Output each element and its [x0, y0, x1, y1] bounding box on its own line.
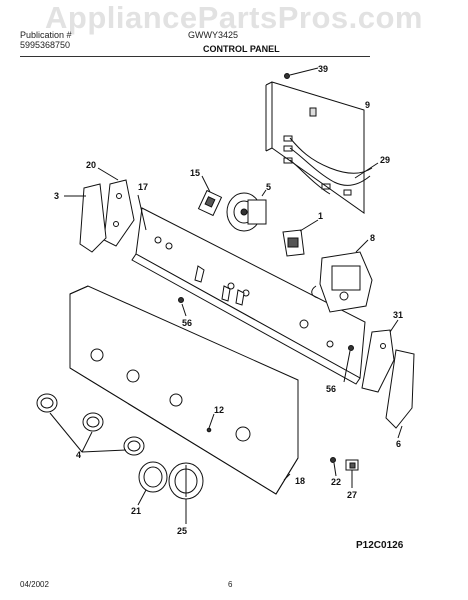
part-knob-4a	[36, 393, 58, 413]
part-timer-knob	[168, 462, 204, 524]
part-pressure-switch	[311, 239, 373, 313]
callout-15: 15	[190, 168, 200, 178]
callout-18: 18	[295, 476, 305, 486]
callout-4: 4	[76, 450, 81, 460]
part-endcap-bracket-right	[361, 319, 399, 393]
callout-22: 22	[331, 477, 341, 487]
part-screw-22	[330, 457, 337, 477]
part-rear-panel	[265, 81, 365, 214]
callout-1: 1	[318, 211, 323, 221]
part-knob-4c	[123, 436, 145, 456]
callout-29: 29	[380, 155, 390, 165]
callout-21: 21	[131, 506, 141, 516]
part-endcap-right	[385, 349, 415, 439]
part-timer	[226, 189, 267, 232]
callout-31: 31	[393, 310, 403, 320]
callout-27: 27	[347, 490, 357, 500]
footer-page-number: 6	[228, 580, 233, 589]
figure-reference: P12C0126	[356, 540, 404, 551]
part-endcap-bracket-left	[97, 167, 135, 247]
callout-5: 5	[266, 182, 271, 192]
part-control-panel-front	[69, 285, 299, 495]
publication-label-line1: Publication #	[20, 30, 72, 40]
callout-20: 20	[86, 160, 96, 170]
part-wire-harness	[283, 135, 379, 196]
callout-39: 39	[318, 64, 328, 74]
publication-number: 5995368750	[20, 40, 71, 50]
callout-3: 3	[54, 191, 59, 201]
part-screw-39	[284, 67, 319, 79]
part-knob-21	[137, 461, 168, 506]
watermark: AppliancePartsPros.com	[45, 0, 423, 35]
callout-56-a: 56	[182, 318, 192, 328]
model-number: GWWY3425	[188, 30, 239, 40]
callout-6: 6	[396, 439, 401, 449]
callout-25: 25	[177, 526, 187, 536]
part-screw-56-b	[343, 345, 354, 383]
callout-leaders-4	[49, 412, 127, 453]
publication-label: Publication # 5995368750	[20, 30, 72, 50]
callout-12: 12	[214, 405, 224, 415]
section-title: CONTROL PANEL	[203, 44, 280, 54]
part-knob-4b	[82, 412, 104, 432]
part-plug-12	[208, 413, 215, 429]
callout-8: 8	[370, 233, 375, 243]
footer-date: 04/2002	[20, 580, 49, 589]
callout-labels: 39 9 29 20 17 15 5 3 1 8 56 31 56 6 12 4…	[54, 64, 403, 536]
part-switch-15	[197, 175, 223, 217]
part-clip-27	[345, 459, 359, 488]
part-console-indicators	[194, 265, 245, 306]
part-selector-switch	[282, 219, 319, 257]
callout-9: 9	[365, 100, 370, 110]
callout-56-b: 56	[326, 384, 336, 394]
part-screw-56-a	[178, 297, 187, 317]
part-console-panel	[131, 194, 366, 385]
header-rule	[20, 56, 370, 57]
part-endcap-left	[64, 183, 107, 253]
callout-17: 17	[138, 182, 148, 192]
